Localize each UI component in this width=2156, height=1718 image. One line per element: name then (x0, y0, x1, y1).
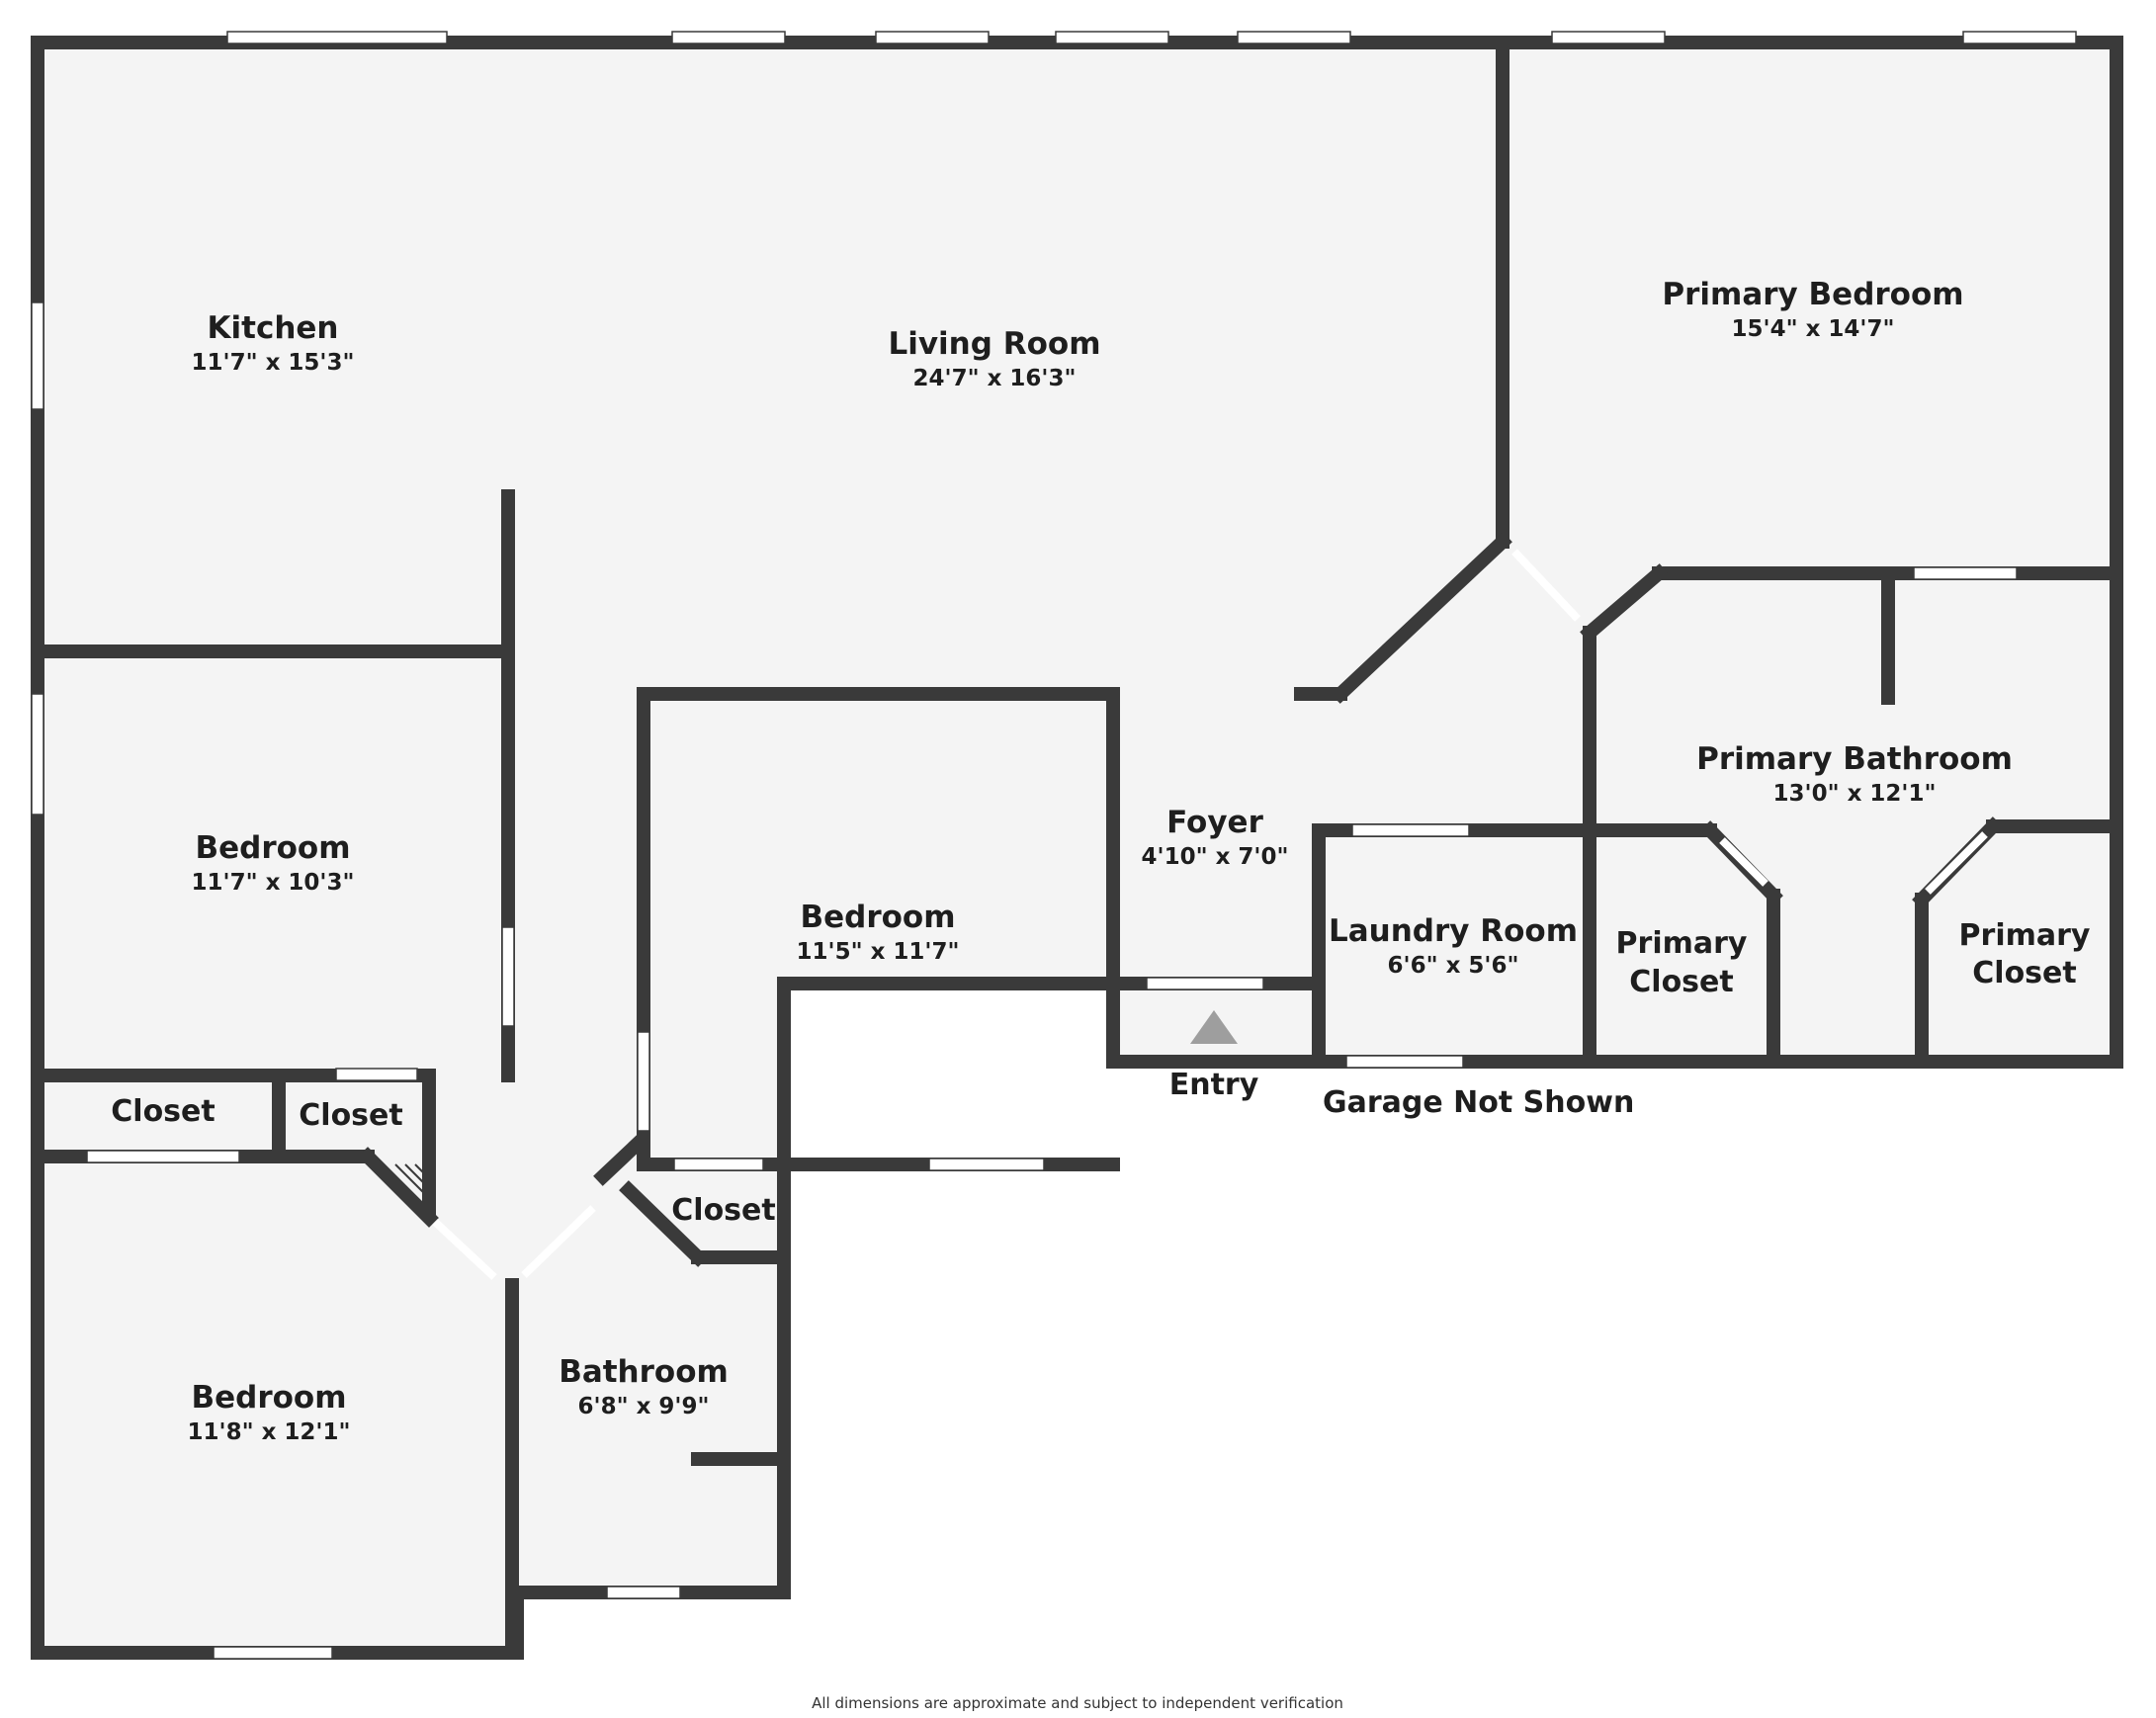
windows (31, 31, 2077, 1660)
room-dims-bedroom-west: 11'7" x 10'3" (192, 870, 355, 896)
window (335, 1068, 418, 1081)
entry-label: Entry (1169, 1068, 1259, 1102)
window (1913, 566, 2018, 580)
room-name-bathroom: Bathroom (559, 1354, 729, 1390)
room-dims-foyer: 4'10" x 7'0" (1142, 844, 1289, 870)
hatch-line (414, 1163, 424, 1173)
closet-label: Closet (111, 1094, 215, 1129)
window (1351, 823, 1470, 837)
window (875, 31, 990, 44)
primary-closet-a-line1: Primary (1616, 926, 1748, 961)
opening (521, 1205, 596, 1278)
opening (432, 1219, 497, 1280)
hatch-line (404, 1163, 424, 1183)
closet-label: Closet (671, 1193, 775, 1228)
garage-note: Garage Not Shown (1323, 1085, 1634, 1120)
window (1055, 31, 1169, 44)
room-dims-primary-bathroom: 13'0" x 12'1" (1773, 781, 1937, 807)
room-name-bedroom-west: Bedroom (195, 830, 350, 866)
room-dims-primary-bedroom: 15'4" x 14'7" (1732, 316, 1895, 342)
wall-bath-closet-diag (619, 1180, 708, 1267)
room-name-primary-bathroom: Primary Bathroom (1696, 741, 2013, 777)
room-name-laundry-room: Laundry Room (1329, 913, 1578, 949)
window (928, 1158, 1045, 1171)
wall-bath-diag (593, 1133, 648, 1186)
primary-closet-b-line1: Primary (1959, 918, 2091, 953)
stair-hatch (394, 1163, 424, 1193)
room-dims-bedroom-center: 11'5" x 11'7" (797, 939, 960, 965)
opening (1719, 837, 1768, 887)
window (671, 31, 786, 44)
window (606, 1586, 681, 1599)
room-dims-living-room: 24'7" x 16'3" (913, 366, 1077, 391)
wall-sw-bedroom-diag (358, 1147, 439, 1228)
opening (1925, 831, 1988, 895)
window (673, 1158, 764, 1171)
window (31, 693, 44, 816)
floor-areas (38, 43, 2116, 1653)
window (501, 926, 515, 1027)
disclaimer: All dimensions are approximate and subje… (812, 1694, 1343, 1712)
window (1551, 31, 1666, 44)
room-name-kitchen: Kitchen (207, 310, 338, 346)
room-name-living-room: Living Room (888, 326, 1100, 362)
window (86, 1150, 240, 1163)
primary-closet-a-line2: Closet (1629, 965, 1733, 999)
hatch-line (394, 1163, 424, 1193)
window (31, 301, 44, 410)
window (637, 1031, 650, 1132)
wall-primary-bath-diag (1580, 563, 1669, 643)
room-name-foyer: Foyer (1166, 805, 1263, 840)
window (1146, 977, 1264, 990)
opening (1511, 549, 1581, 622)
room-dims-laundry-room: 6'6" x 5'6" (1388, 953, 1519, 979)
entry-arrow-icon (1190, 1010, 1238, 1044)
room-dims-bedroom-southwest: 11'8" x 12'1" (188, 1419, 351, 1445)
room-dims-kitchen: 11'7" x 15'3" (192, 350, 355, 376)
main-floor-area (38, 43, 2116, 1653)
primary-closet-b-line2: Closet (1972, 956, 2076, 990)
room-name-bedroom-center: Bedroom (800, 900, 955, 935)
room-name-primary-bedroom: Primary Bedroom (1662, 277, 1963, 312)
window (226, 31, 448, 44)
diagonal-openings (432, 549, 1988, 1280)
window (213, 1646, 333, 1660)
outer-wall (31, 36, 2123, 1660)
window (1237, 31, 1351, 44)
window (1345, 1055, 1464, 1069)
closet-label: Closet (299, 1098, 402, 1133)
room-name-bedroom-southwest: Bedroom (191, 1380, 346, 1416)
room-dims-bathroom: 6'8" x 9'9" (578, 1394, 710, 1419)
wall-foyer-diag (1331, 532, 1512, 704)
window (1962, 31, 2077, 44)
